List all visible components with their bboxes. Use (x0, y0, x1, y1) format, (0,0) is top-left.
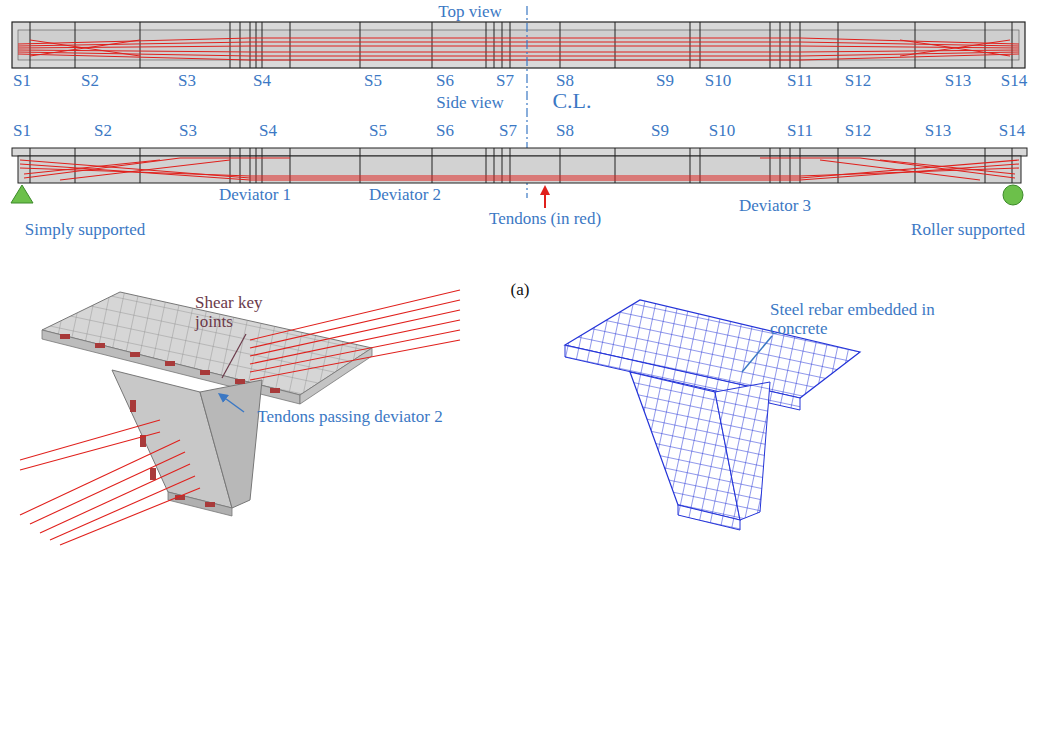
segment-label: S1 (13, 71, 31, 90)
segment-label: S8 (556, 121, 574, 140)
support-label: Simply supported (25, 220, 145, 239)
segment-label: S6 (436, 121, 454, 140)
segment-label: S10 (709, 121, 735, 140)
support-label: Roller supported (911, 220, 1025, 239)
segment-label: S12 (845, 121, 871, 140)
segment-label: S5 (369, 121, 387, 140)
segment-label: S2 (94, 121, 112, 140)
deviator-label: Deviator 1 (219, 185, 291, 204)
segment-label: S3 (179, 121, 197, 140)
segment-label: S11 (787, 121, 813, 140)
segment-label: S3 (178, 71, 196, 90)
centre-line-label: C.L. (552, 88, 591, 113)
segment-label: S7 (496, 71, 514, 90)
tendon-callout: Tendons (in red) (489, 209, 601, 228)
segment-label: S4 (253, 71, 271, 90)
callout-label: Steel rebar embedded in concrete (770, 300, 970, 338)
segment-label: S7 (499, 121, 517, 140)
view-title: Side view (436, 93, 504, 112)
segment-label: S11 (787, 71, 813, 90)
deviator-label: Deviator 2 (369, 185, 441, 204)
segment-label: S6 (436, 71, 454, 90)
segment-label: S12 (845, 71, 871, 90)
segment-label: S13 (925, 121, 951, 140)
panel-label: (a) (511, 280, 530, 299)
view-title: Top view (438, 2, 502, 21)
segment-label: S9 (656, 71, 674, 90)
segment-label: S14 (999, 121, 1025, 140)
segment-label: S13 (945, 71, 971, 90)
deviator-label: Deviator 3 (739, 196, 811, 215)
segment-label: S14 (1001, 71, 1027, 90)
segment-label: S8 (556, 71, 574, 90)
callout-label: Tendons passing deviator 2 (257, 407, 442, 426)
segment-label: S9 (651, 121, 669, 140)
segment-label: S1 (13, 121, 31, 140)
segment-label: S10 (705, 71, 731, 90)
segment-label: S5 (364, 71, 382, 90)
callout-label: Shear key joints (195, 293, 285, 331)
segment-label: S2 (81, 71, 99, 90)
segment-label: S4 (259, 121, 277, 140)
